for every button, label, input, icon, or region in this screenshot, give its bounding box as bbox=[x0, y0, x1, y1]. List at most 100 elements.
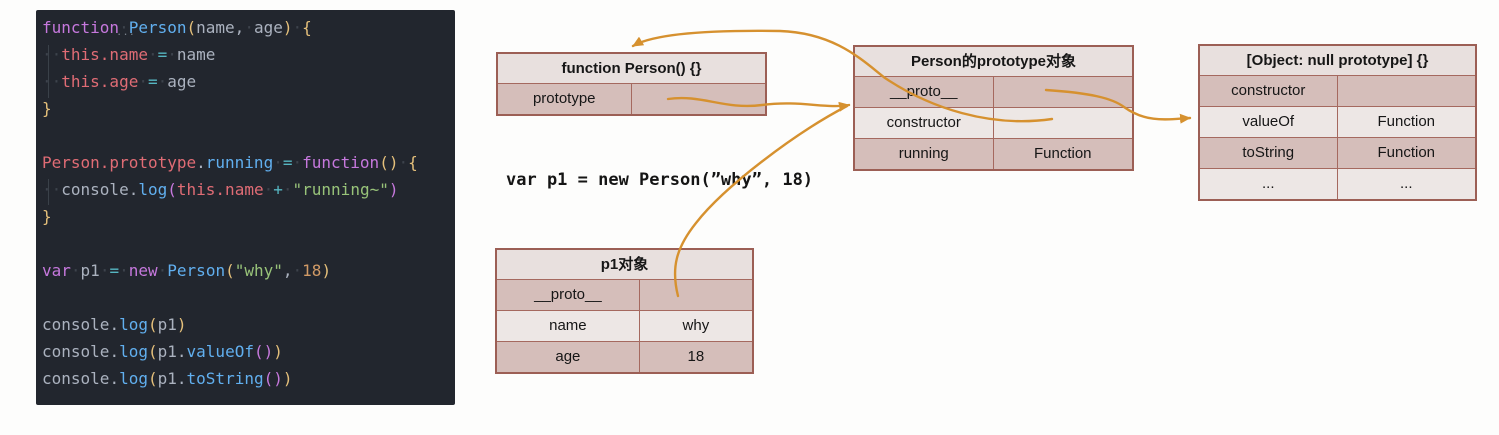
code-token: · bbox=[138, 72, 148, 91]
code-token: name bbox=[196, 18, 235, 37]
code-token: function bbox=[302, 153, 380, 172]
code-line bbox=[42, 122, 455, 149]
code-token: ·· bbox=[42, 180, 62, 199]
code-token: ) bbox=[176, 315, 187, 334]
code-token: log bbox=[119, 342, 148, 361]
code-token: ( bbox=[147, 369, 158, 388]
code-token: "why" bbox=[234, 261, 283, 280]
code-token: · bbox=[398, 153, 409, 172]
code-token: p1 bbox=[157, 342, 177, 361]
code-token: ( bbox=[167, 180, 177, 199]
table-cell-value: Function bbox=[1377, 144, 1436, 161]
symbol-hint-dots-icon: ··· bbox=[117, 26, 136, 41]
table-cell-label: prototype bbox=[498, 84, 632, 114]
code-token: . bbox=[176, 342, 187, 361]
code-token: name bbox=[176, 45, 216, 64]
table-row: __proto__ bbox=[855, 77, 1132, 108]
table-title: p1对象 bbox=[497, 250, 752, 280]
code-token: ( bbox=[225, 261, 235, 280]
code-token: p1 bbox=[157, 369, 177, 388]
code-token: p1 bbox=[157, 315, 177, 334]
code-token: ( bbox=[147, 342, 158, 361]
code-token: { bbox=[302, 18, 312, 37]
code-token: new bbox=[128, 261, 158, 280]
code-line: var·p1·=·new·Person("why",·18) bbox=[42, 257, 455, 284]
code-token: p1 bbox=[80, 261, 100, 280]
code-token: console bbox=[42, 315, 110, 334]
table-cell-label: valueOf bbox=[1200, 107, 1338, 137]
code-token: = bbox=[157, 45, 168, 64]
code-token: · bbox=[292, 261, 303, 280]
code-token: + bbox=[273, 180, 283, 199]
table-cell-value bbox=[994, 108, 1133, 138]
code-line bbox=[42, 230, 455, 257]
code-token: { bbox=[408, 153, 418, 172]
code-token: . bbox=[128, 180, 139, 199]
code-token: . bbox=[109, 369, 120, 388]
code-token: this.name bbox=[61, 45, 148, 64]
table-row: ...... bbox=[1200, 169, 1475, 199]
code-token: ·· bbox=[42, 45, 62, 64]
table-cell-value bbox=[640, 280, 752, 310]
code-token: · bbox=[167, 45, 177, 64]
code-token: age bbox=[167, 72, 197, 91]
code-line bbox=[42, 284, 455, 311]
table-row: name why bbox=[497, 311, 752, 342]
table-row: constructor bbox=[855, 108, 1132, 139]
code-editor-panel: function·Person(name,·age)·{··this.name·… bbox=[36, 10, 455, 405]
code-token: () bbox=[379, 153, 399, 172]
table-cell-value: why bbox=[682, 317, 710, 334]
code-block: function·Person(name,·age)·{··this.name·… bbox=[42, 14, 455, 392]
table-cell-label: __proto__ bbox=[855, 77, 994, 107]
code-token: · bbox=[119, 261, 129, 280]
table-cell-label: age bbox=[497, 342, 640, 372]
code-line: Person.prototype.running·=·function()·{ bbox=[42, 149, 455, 176]
code-token: ( bbox=[147, 315, 158, 334]
code-token: ) bbox=[282, 369, 293, 388]
table-function-person: function Person() {}prototype bbox=[496, 52, 767, 116]
code-token: = bbox=[109, 261, 120, 280]
code-line: function·Person(name,·age)·{ bbox=[42, 14, 455, 41]
table-cell-value: 18 bbox=[687, 348, 705, 365]
code-line: console.log(p1.valueOf()) bbox=[42, 338, 455, 365]
table-cell-value bbox=[994, 77, 1133, 107]
code-token: · bbox=[157, 261, 168, 280]
table-title: function Person() {} bbox=[498, 54, 765, 84]
table-cell-value bbox=[1338, 76, 1476, 106]
code-line: ··this.age·=·age bbox=[42, 68, 455, 95]
table-row: prototype bbox=[498, 84, 765, 114]
table-cell-label: constructor bbox=[1200, 76, 1338, 106]
code-token: , bbox=[234, 18, 245, 37]
code-line: console.log(p1.toString()) bbox=[42, 365, 455, 392]
code-token: } bbox=[42, 207, 52, 226]
table-cell-value: ... bbox=[1399, 175, 1413, 192]
code-token: . bbox=[109, 342, 120, 361]
code-token: = bbox=[147, 72, 158, 91]
code-token: · bbox=[292, 153, 303, 172]
code-token: age bbox=[253, 18, 283, 37]
code-line: ··console.log(this.name·+·"running~") bbox=[42, 176, 455, 203]
table-row: constructor bbox=[1200, 76, 1475, 107]
code-token: · bbox=[263, 180, 274, 199]
code-token: · bbox=[157, 72, 168, 91]
code-token: ) bbox=[388, 180, 399, 199]
code-token: console bbox=[42, 342, 110, 361]
code-line: ··this.name·=·name bbox=[42, 41, 455, 68]
code-token: = bbox=[282, 153, 293, 172]
table-row: age 18 bbox=[497, 342, 752, 372]
code-token: · bbox=[282, 180, 293, 199]
code-token: console bbox=[61, 180, 129, 199]
code-token: valueOf bbox=[186, 342, 254, 361]
code-line: console.log(p1) bbox=[42, 311, 455, 338]
var-p1-annotation: var p1 = new Person(”why”, 18) bbox=[506, 170, 814, 190]
code-token: console bbox=[42, 369, 110, 388]
code-token: toString bbox=[186, 369, 264, 388]
code-token: · bbox=[147, 45, 158, 64]
table-cell-label: name bbox=[497, 311, 640, 341]
code-token: · bbox=[292, 18, 303, 37]
